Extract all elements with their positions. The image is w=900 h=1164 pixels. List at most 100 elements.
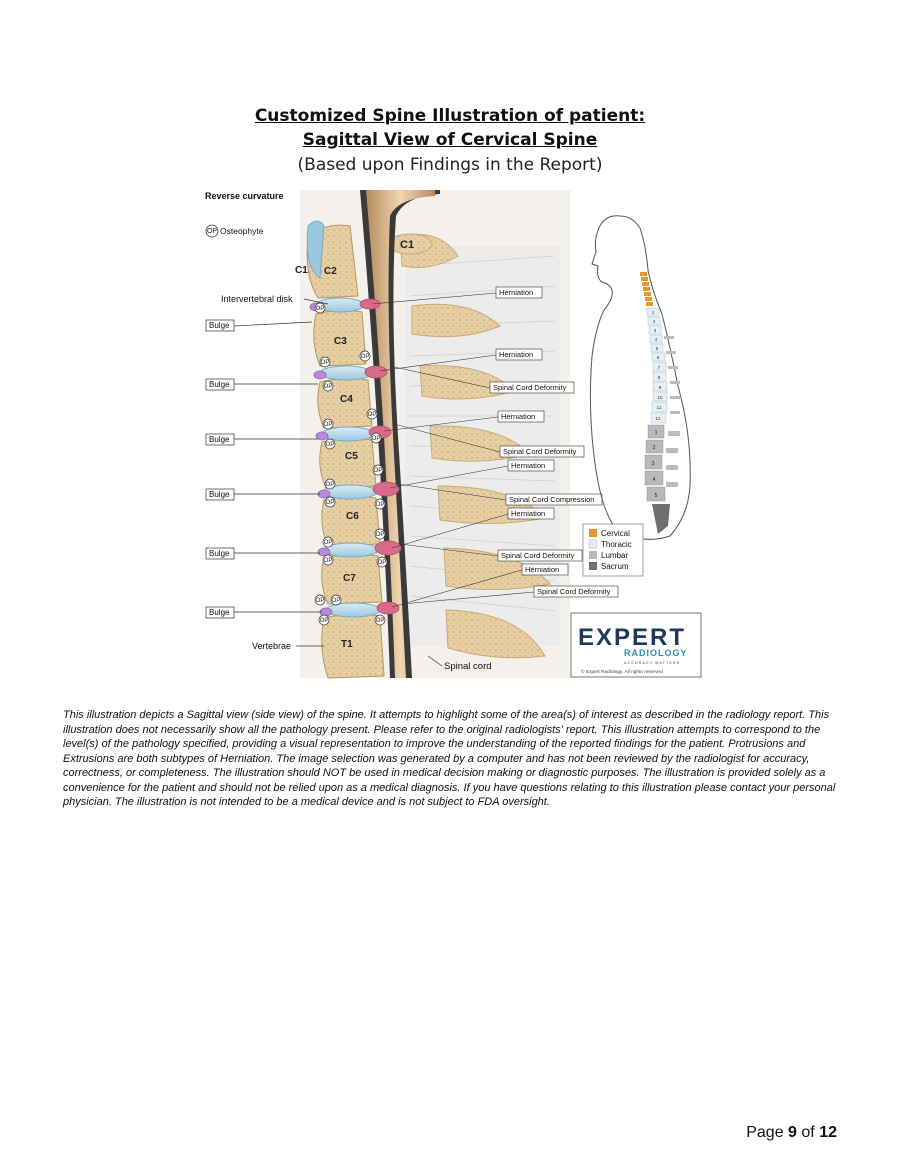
svg-text:Bulge: Bulge bbox=[209, 321, 230, 330]
page-prefix: Page bbox=[746, 1124, 784, 1141]
svg-text:Bulge: Bulge bbox=[209, 608, 230, 617]
cord-deformity-callout: Spinal Cord Deformity bbox=[389, 365, 575, 394]
svg-text:Herniation: Herniation bbox=[499, 288, 533, 297]
title-block: Customized Spine Illustration of patient… bbox=[0, 104, 900, 177]
svg-text:Herniation: Herniation bbox=[525, 565, 559, 574]
svg-text:OP: OP bbox=[332, 598, 341, 604]
svg-text:OP: OP bbox=[368, 412, 377, 418]
svg-text:1: 1 bbox=[655, 430, 658, 436]
svg-text:2: 2 bbox=[653, 445, 656, 451]
bulge-callouts: Bulge Bulge Bulge Bulge Bulge Bulge bbox=[205, 319, 322, 619]
herniation-callout: Herniation bbox=[389, 459, 555, 489]
svg-text:4: 4 bbox=[653, 477, 656, 483]
spine-illustration: C1 OP OP bbox=[200, 186, 705, 680]
op-badge: OP bbox=[322, 536, 334, 548]
svg-text:6: 6 bbox=[657, 355, 660, 360]
svg-text:4: 4 bbox=[655, 337, 658, 342]
vertebra-labels: C1 C2 C3 C4 C5 C6 C7 T1 bbox=[295, 265, 359, 650]
op-badge: OP bbox=[372, 464, 384, 476]
herniation-callout: Herniation bbox=[371, 286, 543, 305]
bulge-callout: Bulge bbox=[205, 488, 320, 501]
bulge-callout: Bulge bbox=[205, 547, 320, 560]
op-badge: OP bbox=[330, 594, 342, 606]
svg-text:Herniation: Herniation bbox=[511, 461, 545, 470]
svg-text:OP: OP bbox=[326, 482, 335, 488]
svg-text:OP: OP bbox=[378, 560, 387, 566]
svg-text:Lumbar: Lumbar bbox=[601, 551, 628, 560]
herniation-callout: Herniation bbox=[383, 410, 545, 432]
svg-text:Bulge: Bulge bbox=[209, 549, 230, 558]
svg-text:5: 5 bbox=[656, 346, 659, 351]
c1-anterior-arch bbox=[306, 220, 325, 279]
op-badge: OP bbox=[324, 478, 336, 490]
right-callouts: Herniation Herniation Spinal Cord Deform… bbox=[371, 286, 619, 608]
svg-text:Bulge: Bulge bbox=[209, 435, 230, 444]
svg-text:Herniation: Herniation bbox=[501, 412, 535, 421]
cord-deformity-callout: Spinal Cord Deformity bbox=[399, 543, 583, 562]
legend-item-sacrum: Sacrum bbox=[589, 562, 629, 571]
svg-text:8: 8 bbox=[658, 375, 661, 380]
op-badge: OP bbox=[370, 432, 382, 444]
svg-text:OP: OP bbox=[324, 384, 333, 390]
cord-deformity-callout: Spinal Cord Deformity bbox=[401, 585, 619, 605]
vertebra-label-c5: C5 bbox=[345, 451, 358, 462]
svg-text:3: 3 bbox=[652, 461, 655, 467]
svg-text:Spinal Cord Compression: Spinal Cord Compression bbox=[509, 495, 594, 504]
op-badge: OP bbox=[322, 554, 334, 566]
intervertebral-disks bbox=[315, 297, 381, 618]
cord-deformity-callout: Spinal Cord Deformity bbox=[393, 423, 585, 458]
op-badge: OP bbox=[376, 556, 388, 568]
page-current: 9 bbox=[788, 1124, 797, 1141]
osteophyte-badges: OP OP OP OP OP OP OP OP OP OP OP OP OP O… bbox=[314, 302, 388, 626]
svg-text:Spinal cord: Spinal cord bbox=[444, 661, 492, 672]
svg-text:OP: OP bbox=[326, 442, 335, 448]
svg-text:OP: OP bbox=[361, 354, 370, 360]
svg-text:10: 10 bbox=[657, 395, 663, 400]
svg-text:Intervertebral disk: Intervertebral disk bbox=[221, 294, 293, 304]
op-badge: OP bbox=[374, 614, 386, 626]
bulge-callout: Bulge bbox=[205, 433, 318, 446]
title-line-3: (Based upon Findings in the Report) bbox=[297, 155, 603, 175]
svg-text:Cervical: Cervical bbox=[601, 529, 630, 538]
title-line-1: Customized Spine Illustration of patient… bbox=[254, 106, 646, 126]
svg-text:2: 2 bbox=[653, 319, 656, 324]
svg-text:Thoracic: Thoracic bbox=[601, 540, 632, 549]
svg-text:Spinal Cord Deformity: Spinal Cord Deformity bbox=[537, 587, 611, 596]
op-badge: OP bbox=[314, 594, 326, 606]
svg-text:OP: OP bbox=[321, 360, 330, 366]
title-line-2: Sagittal View of Cervical Spine bbox=[302, 130, 598, 150]
svg-text:Herniation: Herniation bbox=[511, 509, 545, 518]
curvature-note: Reverse curvature bbox=[205, 191, 284, 201]
page-total: 12 bbox=[819, 1124, 837, 1141]
op-badge: OP bbox=[374, 528, 386, 540]
op-badge: OP bbox=[322, 380, 334, 392]
osteophyte-legend-label: Osteophyte bbox=[220, 226, 264, 236]
bulge-callout: Bulge bbox=[205, 606, 322, 619]
legend-item-thoracic: Thoracic bbox=[588, 539, 632, 549]
svg-text:5: 5 bbox=[655, 493, 658, 499]
spinal-cord-callout: Spinal cord bbox=[427, 655, 492, 672]
body-spine-thoracic: 1 2 3 4 5 6 7 8 9 10 11 12 bbox=[646, 307, 668, 424]
bulge-callout: Bulge bbox=[205, 378, 318, 391]
svg-text:OP: OP bbox=[374, 468, 383, 474]
spinal-cord bbox=[366, 190, 435, 678]
svg-text:Vertebrae: Vertebrae bbox=[252, 641, 291, 651]
svg-text:OP: OP bbox=[324, 558, 333, 564]
bulge-callout: Bulge bbox=[205, 319, 313, 332]
logo-tagline: ACCURACY MATTERS bbox=[624, 661, 680, 665]
vertebra-label-c1: C1 bbox=[295, 265, 308, 276]
svg-text:Spinal Cord Deformity: Spinal Cord Deformity bbox=[493, 383, 567, 392]
page-separator: of bbox=[801, 1124, 815, 1141]
svg-text:OP: OP bbox=[376, 618, 385, 624]
body-spine-lumbar: 1 2 3 4 5 bbox=[644, 424, 666, 502]
svg-text:11: 11 bbox=[657, 405, 662, 410]
logo-word-radiology: RADIOLOGY bbox=[624, 648, 688, 658]
vertebra-label-t1: T1 bbox=[341, 639, 353, 650]
disclaimer-text: This illustration depicts a Sagittal vie… bbox=[63, 709, 836, 808]
op-badge: OP bbox=[359, 350, 371, 362]
vertebra-label-c6: C6 bbox=[346, 511, 359, 522]
vertebra-label-c4: C4 bbox=[340, 394, 353, 405]
svg-text:OP: OP bbox=[316, 598, 325, 604]
op-badge: OP bbox=[319, 356, 331, 368]
op-badge: OP bbox=[314, 302, 326, 314]
